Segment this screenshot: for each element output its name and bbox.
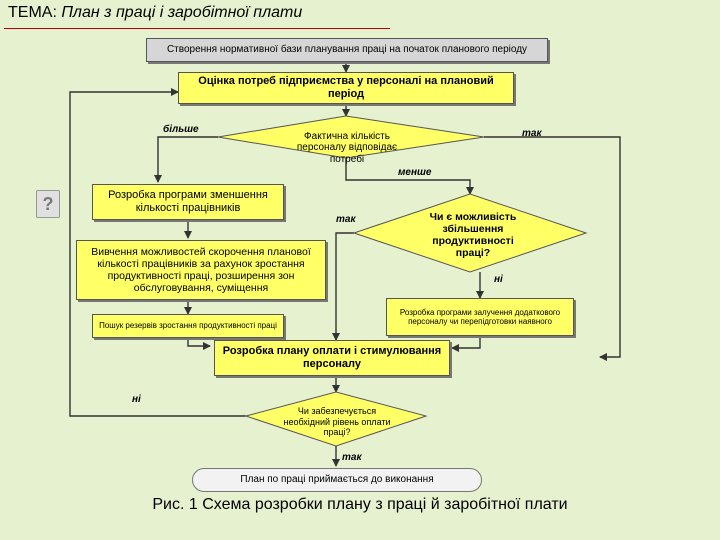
edge-reserves-pay <box>187 338 211 350</box>
figure-caption: Рис. 1 Схема розробки плану з праці й за… <box>152 496 568 513</box>
label-yes-mid: так <box>336 214 356 225</box>
edge-less <box>345 158 474 195</box>
edge-yes-top <box>484 136 621 361</box>
attract-box: Розробка програми залучення додаткового … <box>386 298 574 336</box>
assess-box: Оцінка потреб підприємства у персоналі н… <box>178 72 514 104</box>
label-yes-top: так <box>522 128 542 139</box>
edge-yes-mid <box>332 232 354 341</box>
study-box: Вивчення можливостей скорочення планової… <box>76 240 326 300</box>
decision-headcount-shape <box>217 115 485 159</box>
edge-no-pay <box>69 88 246 417</box>
label-more: більше <box>163 124 199 135</box>
title-lead: ТЕМА: <box>8 4 57 21</box>
label-no-pay: ні <box>132 394 141 405</box>
decision-pay-text: Чи забезпечується необхідний рівень опла… <box>283 406 391 438</box>
pay-plan-box: Розробка плану оплати і стимулювання пер… <box>214 340 450 376</box>
reduce-box: Розробка програми зменшення кількості пр… <box>92 184 284 220</box>
label-yes-pay: так <box>342 452 362 463</box>
title-text: План з праці і заробітної плати <box>56 4 303 21</box>
edge-more <box>154 136 218 183</box>
label-less: менше <box>398 167 432 178</box>
question-mark-icon[interactable]: ? <box>36 190 60 218</box>
start-box: Створення нормативної бази планування пр… <box>146 38 548 62</box>
edge-attract-pay <box>451 336 481 352</box>
decision-pay-shape <box>244 391 428 447</box>
label-no-productivity: ні <box>494 274 503 285</box>
decision-productivity-shape <box>352 193 588 273</box>
accept-box: План по праці приймається до виконання <box>192 468 482 492</box>
decision-headcount-text: Фактична кількість персоналу відповідає … <box>296 130 398 165</box>
decision-productivity-text: Чи є можливість збільшення продуктивност… <box>429 210 517 260</box>
page-title: ТЕМА: План з праці і заробітної плати <box>8 4 302 22</box>
title-rule <box>4 28 390 29</box>
reserves-box: Пошук резервів зростання продуктивності … <box>92 314 284 338</box>
